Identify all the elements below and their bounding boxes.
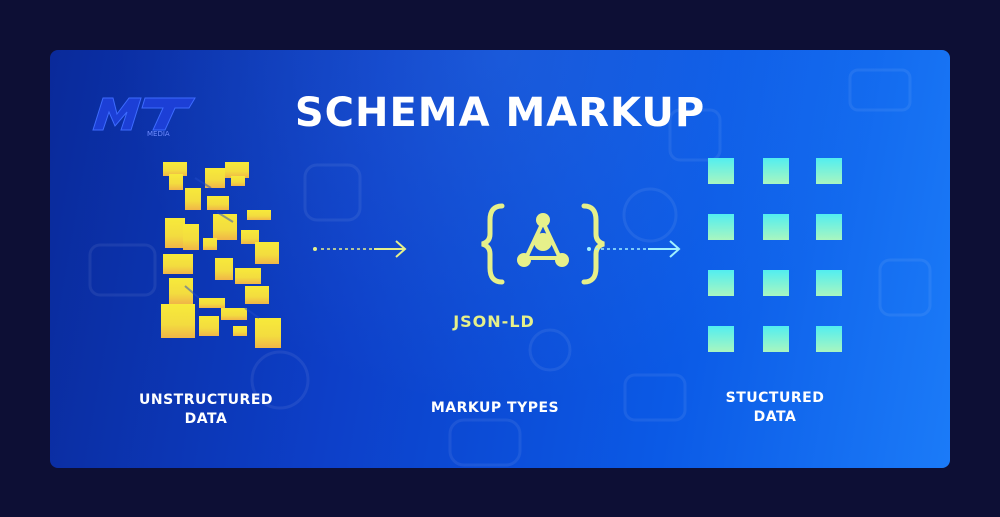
globe-doodle-icon [250,350,310,410]
card-glow [50,50,950,468]
video-doodle-icon [623,373,687,422]
caption-line: DATA [753,409,797,425]
basketball-doodle-icon [622,187,678,243]
web-doodle-icon [448,418,522,467]
caption-line: UNSTRUCTURED [138,392,274,408]
unstructured-data-caption: UNSTRUCTURED DATA [116,391,296,429]
markup-types-caption: MARKUP TYPES [405,399,585,418]
facebook-doodle-icon [303,163,362,222]
background-doodles [88,68,932,467]
caption-line: STUCTURED [725,390,825,406]
youtube-doodle-icon [88,243,157,297]
phone-doodle-icon [528,328,572,372]
page-title: SCHEMA MARKUP [294,90,706,136]
brand-logo: MEDIA [92,97,196,138]
unstructured-blocks-icon [161,162,281,348]
json-ld-braces-icon [481,203,605,285]
arrow-right-icon [313,240,407,258]
chart-doodle-icon [848,68,912,112]
caption-line: DATA [184,411,228,427]
like-doodle-icon [668,108,722,162]
instagram-doodle-icon [878,258,932,317]
schema-infographic-card: MEDIA SCHEMA MARKUP [50,50,950,468]
structured-grid-icon [708,158,842,352]
arrow-right-icon [587,240,681,258]
caption-line: MARKUP TYPES [430,400,560,416]
json-ld-label: JSON-LD [453,312,535,331]
logo-subtext: MEDIA [147,130,170,138]
structured-data-caption: STUCTURED DATA [685,389,865,427]
